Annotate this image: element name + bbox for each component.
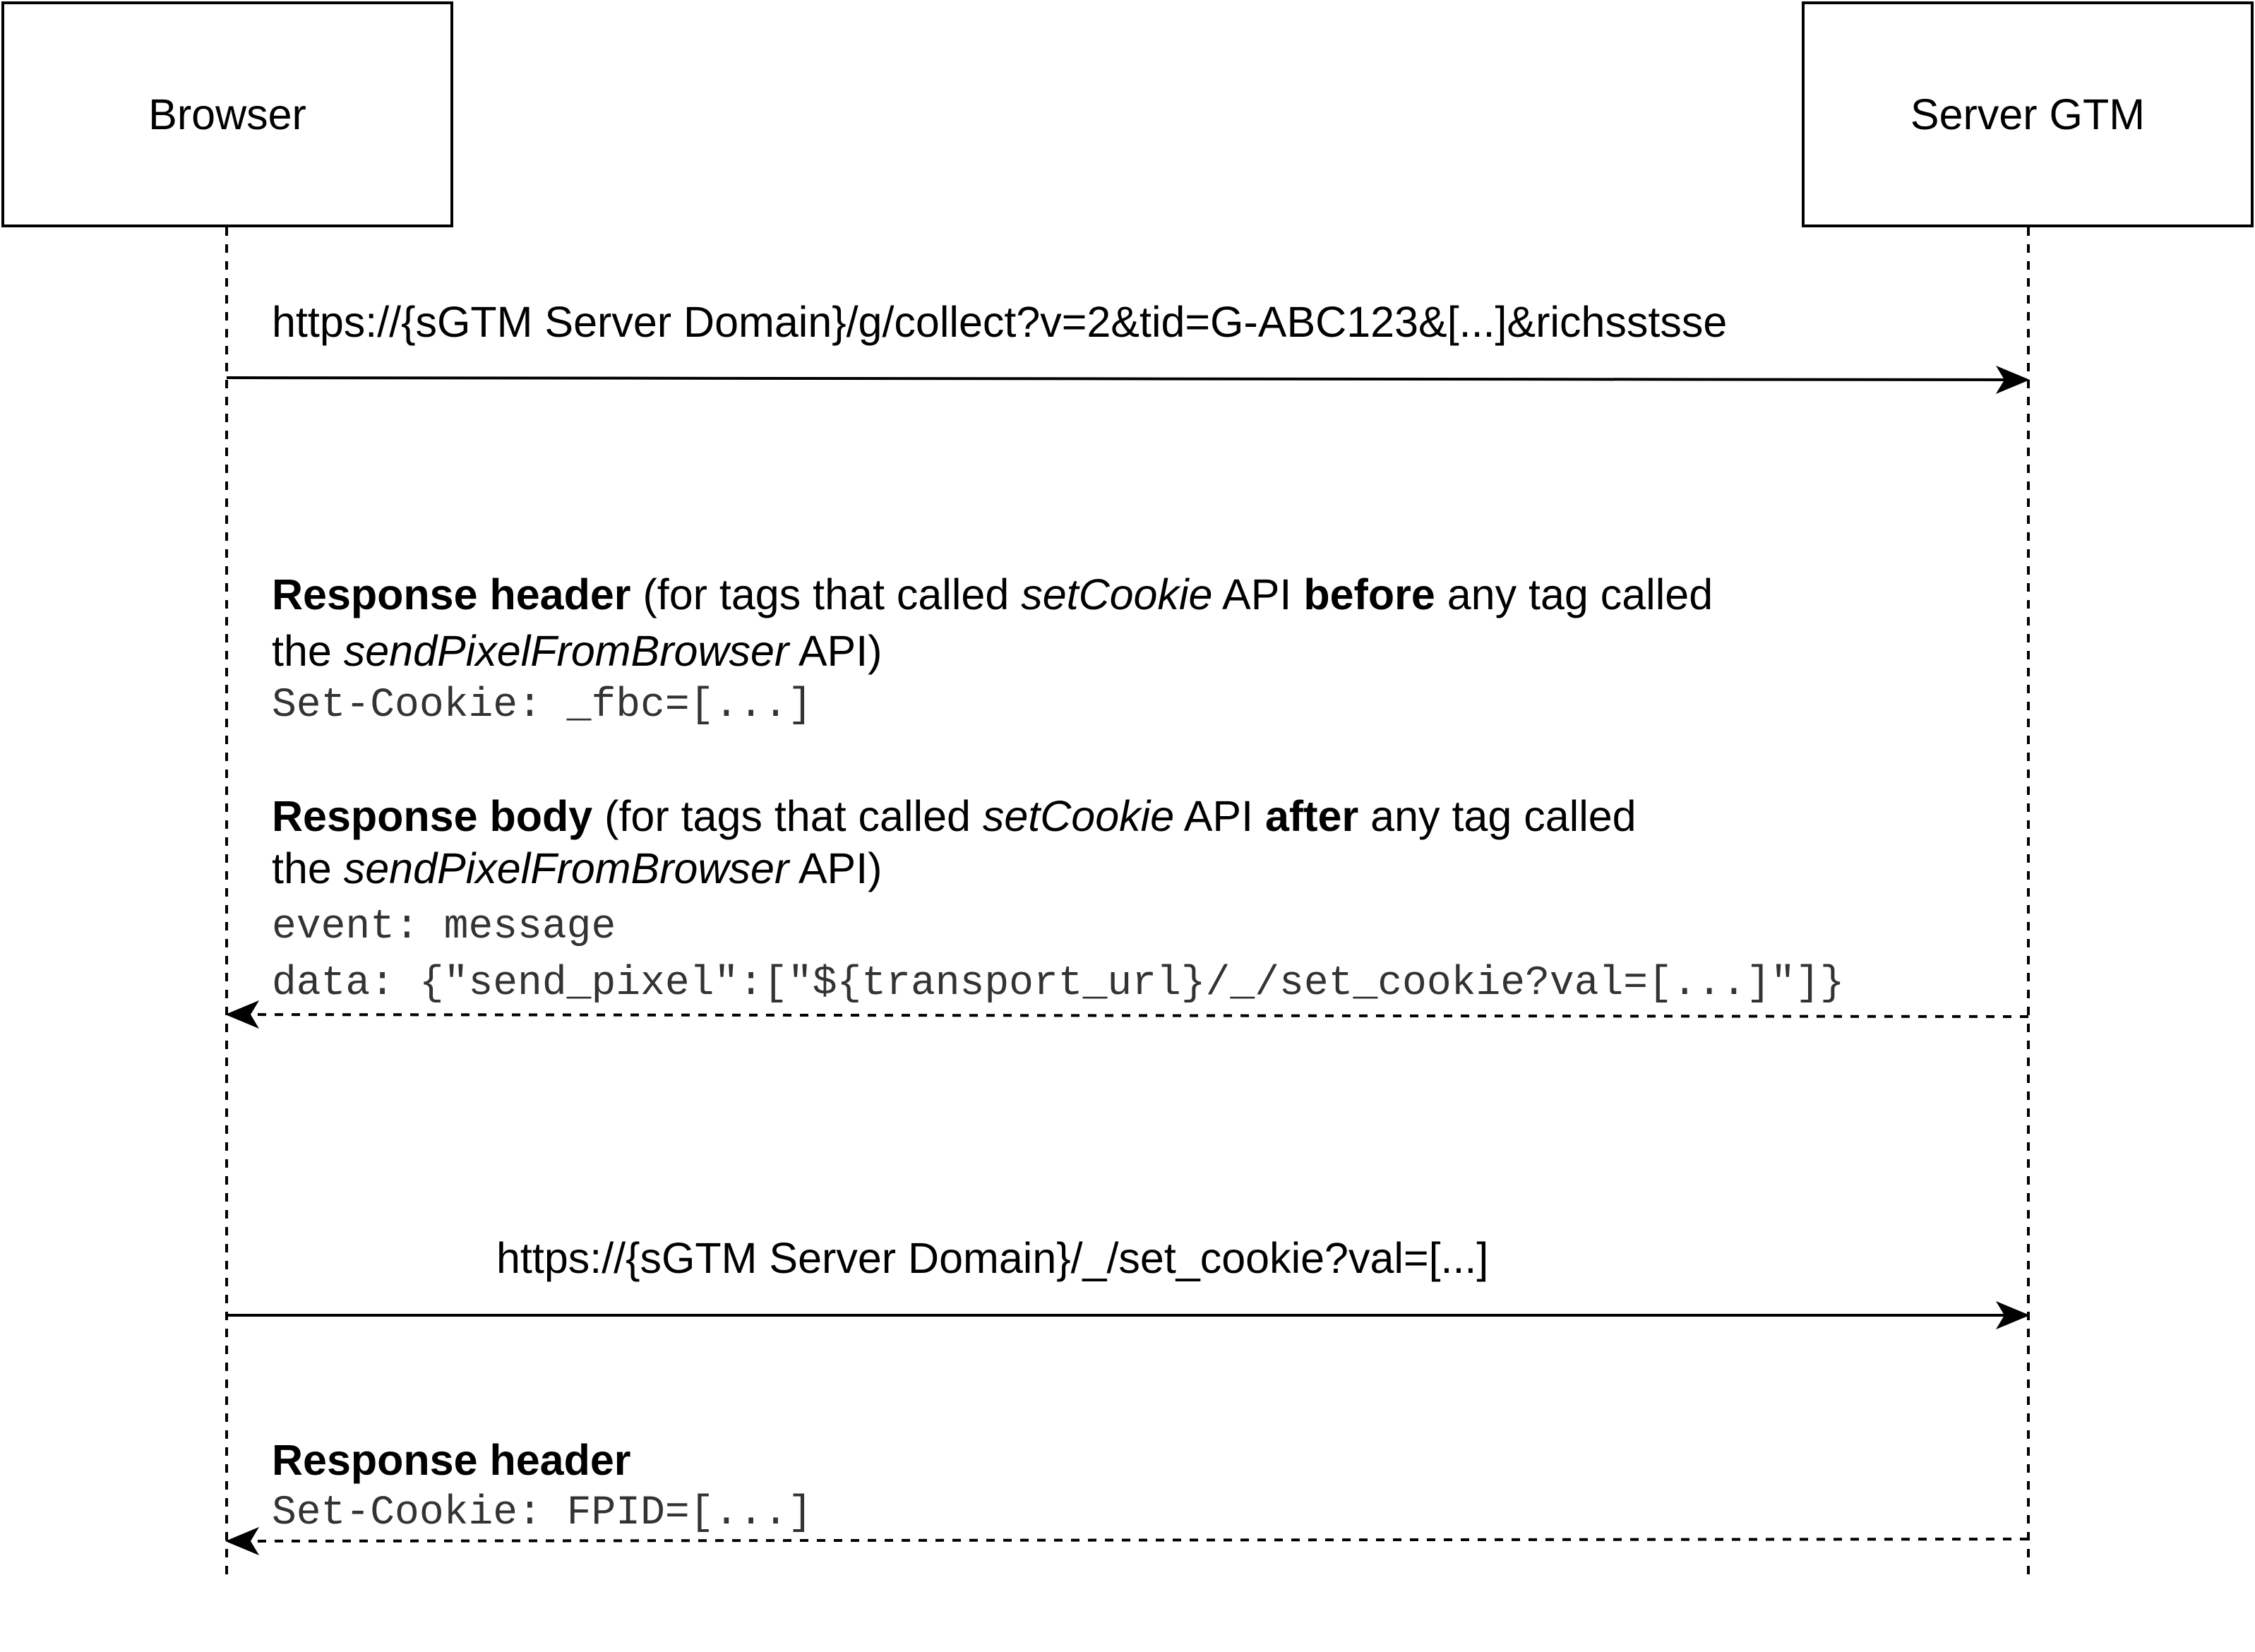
response1-header-line2: the sendPixelFromBrowser API): [272, 624, 883, 678]
response2-arrow: [225, 1526, 2029, 1555]
response2-header-code: Set-Cookie: FPID=[...]: [272, 1490, 813, 1536]
response1-header-text1: (for tags that called: [630, 570, 1022, 618]
participant-server-label: Server GTM: [1910, 90, 2146, 138]
request1-arrow: [226, 365, 2030, 394]
request1-label: https://{sGTM Server Domain}/g/collect?v…: [272, 298, 1728, 346]
response1-body-l2-text1: the: [272, 844, 344, 892]
participant-server-gtm: Server GTM: [1802, 1, 2254, 227]
response1-header-line1: Response header (for tags that called se…: [272, 568, 1713, 621]
response1-header-l2-text2: API): [789, 627, 883, 675]
participant-browser-label: Browser: [148, 90, 306, 138]
response1-header-title: Response header: [272, 570, 631, 618]
response1-header-text2: API: [1212, 570, 1304, 618]
response1-body-code-data: data: {"send_pixel":["${transport_url}/_…: [272, 961, 1845, 1007]
response1-body-setcookie: setCookie: [982, 792, 1175, 840]
response2-header-title: Response header: [272, 1436, 631, 1484]
participant-browser: Browser: [1, 1, 453, 227]
request2-label: https://{sGTM Server Domain}/_/set_cooki…: [496, 1234, 1489, 1282]
response1-header-l2-text1: the: [272, 627, 344, 675]
response1-header-code: Set-Cookie: _fbc=[...]: [272, 683, 813, 729]
response1-body-text1: (for tags that called: [592, 792, 983, 840]
response1-body-code-event: event: message: [272, 904, 616, 950]
response1-body-title: Response body: [272, 792, 593, 840]
response1-body-line2: the sendPixelFromBrowser API): [272, 842, 883, 895]
response1-header-text3: any tag called: [1435, 570, 1713, 618]
response1-header-setcookie: setCookie: [1021, 570, 1213, 618]
response1-body-line1: Response body (for tags that called setC…: [272, 789, 1637, 843]
response1-header-l2-sendpixel: sendPixelFromBrowser: [343, 627, 789, 675]
response1-body-text3: any tag called: [1358, 792, 1637, 840]
response1-body-l2-sendpixel: sendPixelFromBrowser: [343, 844, 789, 892]
response1-body-after: after: [1265, 792, 1359, 840]
response1-body-l2-text2: API): [789, 844, 883, 892]
response1-body-text2: API: [1174, 792, 1265, 840]
response1-header-before: before: [1303, 570, 1435, 618]
response1-arrow: [225, 1000, 2029, 1029]
